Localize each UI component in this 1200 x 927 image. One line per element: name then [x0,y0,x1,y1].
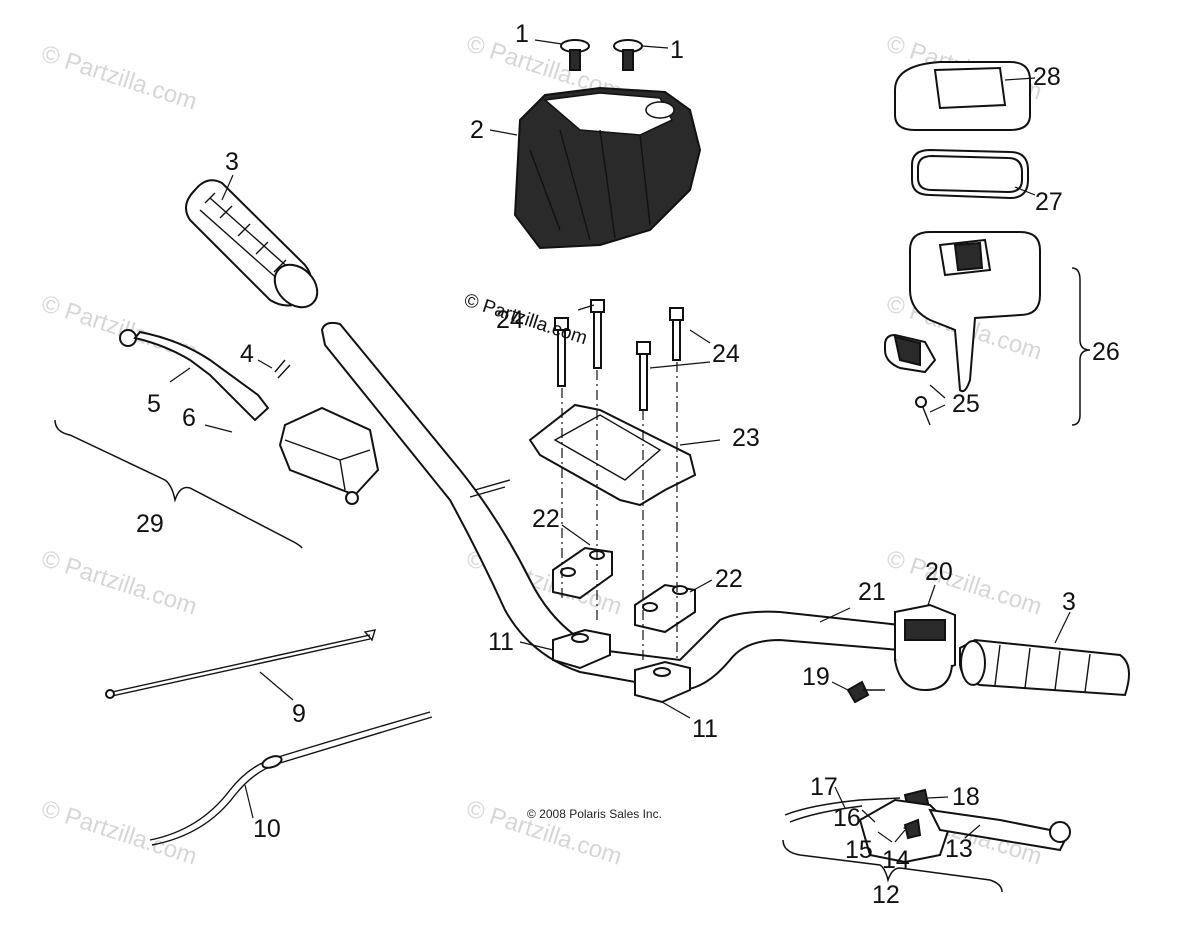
callout-19: 19 [802,663,830,691]
callout-24: 24 [496,306,524,334]
watermark: © Partzilla.com [38,545,200,621]
part-6-small-screw [204,424,233,433]
callout-18: 18 [952,783,980,811]
callout-10: 10 [253,815,281,843]
part-3-left-grip [185,174,319,309]
callout-1: 1 [515,20,529,48]
part-19-screw [831,680,885,704]
brace-29 [54,419,303,549]
part-25-clamp-screws [884,333,946,426]
callout-22: 22 [715,565,743,593]
part-12-brake-assembly [784,786,1071,864]
callout-labels: 1 1 2 3 3 4 5 6 9 10 11 11 12 13 14 15 1… [136,20,1120,909]
callout-2: 2 [470,116,484,144]
callout-11: 11 [692,715,718,743]
part-4-pin [257,359,291,379]
callout-22: 22 [532,505,560,533]
callout-14: 14 [882,846,910,874]
callout-20: 20 [925,558,953,586]
callout-24: 24 [712,340,740,368]
part-1-screws [534,39,669,71]
copyright-text: © 2008 Polaris Sales Inc. [527,807,662,821]
callout-17: 17 [810,773,838,801]
callout-26: 26 [1092,338,1120,366]
watermark: © Partzilla.com [38,40,200,116]
part-28-cap [894,61,1036,131]
callout-25: 25 [952,390,980,418]
brace-12 [782,839,1003,893]
callout-3: 3 [225,148,239,176]
callout-6: 6 [182,404,196,432]
alignment-lines [561,362,678,660]
callout-12: 12 [872,881,900,909]
callout-5: 5 [147,390,161,418]
brace-26 [1071,267,1091,426]
callout-23: 23 [732,424,760,452]
part-10-wire-harness [149,711,433,846]
part-22-upper-clamps [552,524,713,634]
callout-1: 1 [670,36,684,64]
part-2-pod-cover [489,86,702,250]
callout-13: 13 [945,835,973,863]
callout-28: 28 [1033,63,1061,91]
part-24-bolts [554,299,711,411]
part-11-lower-clamps [519,628,691,719]
part-29-switch-housing [278,406,380,505]
callout-15: 15 [845,836,873,864]
callout-9: 9 [292,700,306,728]
part-21-handlebar [320,321,901,692]
callout-21: 21 [858,578,886,606]
callout-4: 4 [240,340,254,368]
part-5-brake-lever [119,329,270,422]
watermark: © Partzilla.com [38,290,200,366]
callout-29: 29 [136,510,164,538]
callout-11: 11 [488,628,514,656]
callout-16: 16 [833,804,861,832]
part-3-right-grip [959,611,1130,697]
part-23-bracket [528,403,721,507]
part-9-throttle-cable [105,629,377,701]
part-26-reservoir [909,231,1041,393]
callout-3: 3 [1062,588,1076,616]
watermark-overlay: © Partzilla.com [461,290,589,350]
part-20-switch-housing [894,584,956,692]
part-27-gasket [911,148,1036,200]
callout-27: 27 [1035,188,1063,216]
